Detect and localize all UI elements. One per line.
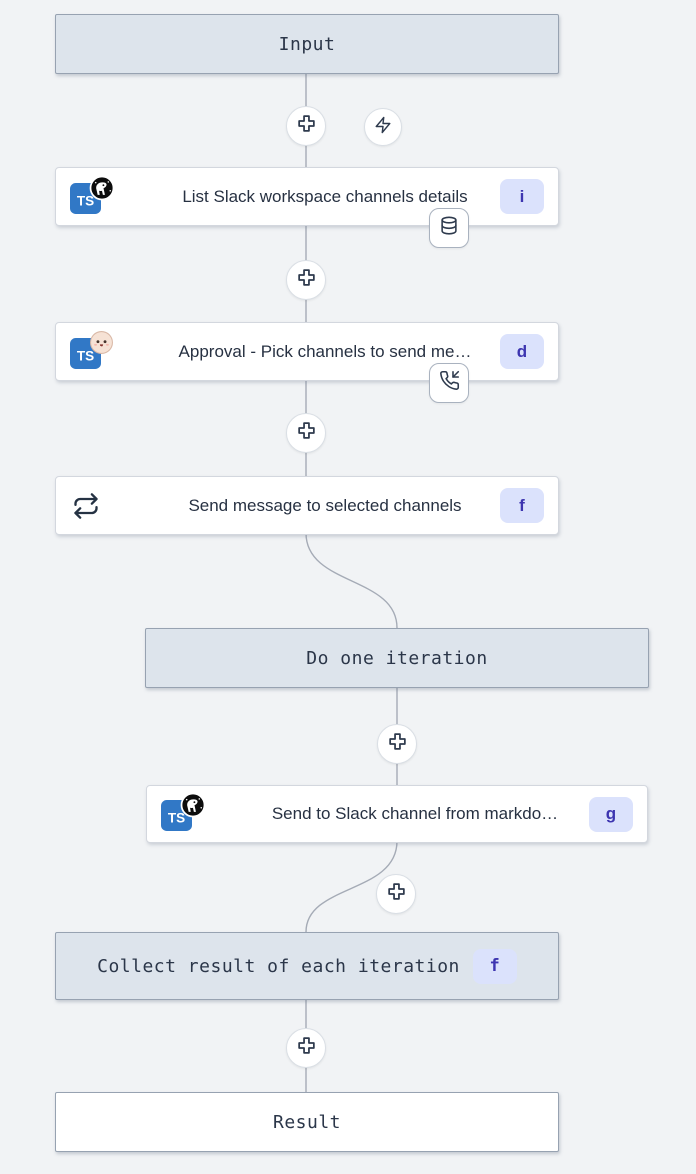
step-id-badge: d (500, 334, 544, 369)
step-title: Approval - Pick channels to send me… (178, 341, 472, 361)
svg-text:TS: TS (168, 810, 185, 825)
flow-result-node[interactable]: Result (55, 1092, 559, 1152)
add-trigger-button[interactable] (364, 108, 402, 146)
step-node-send-markdown[interactable]: TS Send to Slack channel from markdo… g (146, 785, 648, 843)
step-id-badge: f (472, 948, 517, 984)
insert-step-button[interactable] (376, 874, 416, 914)
step-id-badge: g (589, 796, 633, 832)
plus-icon (296, 1035, 317, 1061)
flow-result-label: Result (272, 1111, 342, 1133)
step-node-approval[interactable]: TS Approval - Pick channels to send me… … (55, 322, 559, 381)
deno-icon (180, 792, 206, 823)
repeat-loop-icon (72, 492, 100, 525)
deno-icon (89, 175, 115, 206)
insert-step-button[interactable] (286, 260, 326, 300)
step-title: List Slack workspace channels details (182, 186, 468, 206)
loop-collect-node[interactable]: Collect result of each iteration f (55, 932, 559, 1000)
plus-icon (296, 420, 317, 446)
flow-input-node[interactable]: Input (55, 14, 559, 74)
svg-text:TS: TS (77, 193, 94, 208)
loop-iteration-label: Do one iteration (306, 647, 488, 669)
plus-icon (387, 731, 408, 757)
insert-step-button[interactable] (377, 724, 417, 764)
plus-icon (296, 113, 317, 139)
flow-input-label: Input (278, 33, 336, 55)
cached-result-indicator (429, 208, 469, 248)
svg-text:TS: TS (77, 348, 94, 363)
step-title: Send message to selected channels (188, 495, 462, 515)
insert-step-button[interactable] (286, 1028, 326, 1068)
plus-icon (296, 267, 317, 293)
step-id-badge: f (500, 488, 544, 523)
database-icon (438, 215, 460, 242)
step-node-list-channels[interactable]: TS List Slack workspace channels details… (55, 167, 559, 226)
plus-icon (386, 881, 407, 907)
step-title: Send to Slack channel from markdo… (271, 804, 559, 823)
step-id-badge: i (500, 179, 544, 214)
phone-incoming-icon (439, 370, 460, 396)
bun-icon (89, 330, 114, 360)
lightning-icon (374, 116, 392, 139)
insert-step-button[interactable] (286, 106, 326, 146)
insert-step-button[interactable] (286, 413, 326, 453)
suspend-approval-indicator (429, 363, 469, 403)
step-node-forloop[interactable]: Send message to selected channels f (55, 476, 559, 535)
loop-iteration-node[interactable]: Do one iteration (145, 628, 649, 688)
loop-collect-label: Collect result of each iteration (97, 955, 460, 977)
